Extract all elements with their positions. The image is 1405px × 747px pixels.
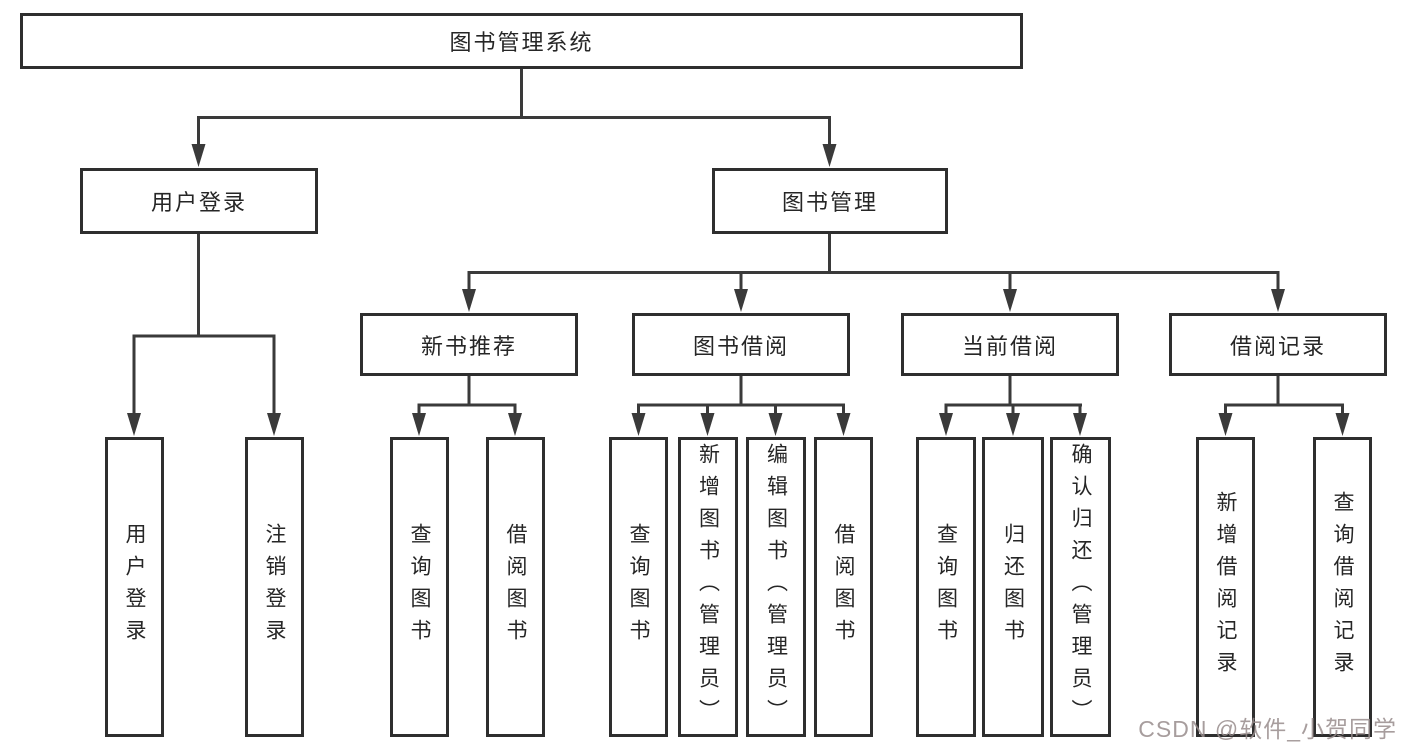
leaf-return-book: 归还图书 (982, 437, 1044, 737)
leaf-query-borrow-record: 查询借阅记录 (1313, 437, 1372, 737)
leaf-borrow-books: 借阅图书 (814, 437, 873, 737)
leaf-borrow-books-recommend: 借阅图书 (486, 437, 545, 737)
node-borrow-records: 借阅记录 (1169, 313, 1387, 376)
leaf-user-login: 用户登录 (105, 437, 164, 737)
node-user-login: 用户登录 (80, 168, 318, 234)
leaf-confirm-return-admin: 确认归还（管理员） (1050, 437, 1111, 737)
leaf-edit-book-admin: 编辑图书（管理员） (746, 437, 806, 737)
leaf-query-books-recommend: 查询图书 (390, 437, 449, 737)
csdn-watermark: CSDN @软件_小贺同学 (1138, 716, 1397, 742)
node-book-management: 图书管理 (712, 168, 948, 234)
arrowheads (127, 144, 1350, 436)
leaf-logout: 注销登录 (245, 437, 304, 737)
leaf-query-books-current: 查询图书 (916, 437, 976, 737)
node-library-management-system: 图书管理系统 (20, 13, 1023, 69)
leaf-query-books-borrow: 查询图书 (609, 437, 668, 737)
node-current-borrow: 当前借阅 (901, 313, 1119, 376)
node-new-book-recommend: 新书推荐 (360, 313, 578, 376)
node-book-borrow: 图书借阅 (632, 313, 850, 376)
leaf-add-borrow-record: 新增借阅记录 (1196, 437, 1255, 737)
leaf-add-book-admin: 新增图书（管理员） (678, 437, 738, 737)
